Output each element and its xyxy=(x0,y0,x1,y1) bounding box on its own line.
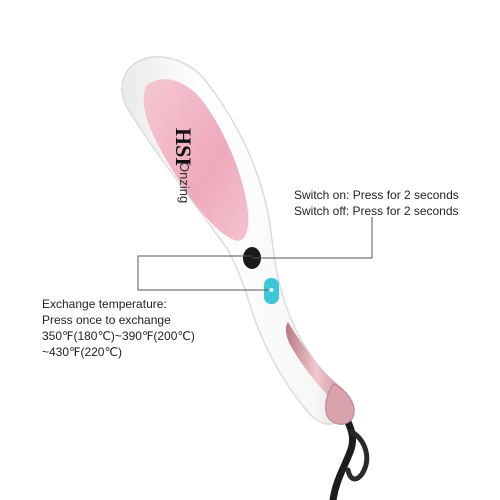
temperature-button-dot xyxy=(269,288,274,292)
brand-logo: HSI xyxy=(171,128,196,166)
switch-callout: Switch on: Press for 2 seconds Switch of… xyxy=(294,187,459,219)
temperature-instruction: Press once to exchange xyxy=(42,313,171,327)
switch-off-text: Switch off: Press for 2 seconds xyxy=(294,204,459,218)
temperature-title: Exchange temperature: xyxy=(42,297,167,311)
temperature-leader-line xyxy=(137,255,268,291)
temperature-range-2: ~430℉(220℃) xyxy=(42,345,122,359)
bristle-panel xyxy=(143,79,249,241)
cord-loop xyxy=(345,429,370,482)
switch-leader-line xyxy=(252,217,373,259)
end-cap xyxy=(325,383,355,425)
switch-on-text: Switch on: Press for 2 seconds xyxy=(294,188,459,202)
temperature-callout: Exchange temperature: Press once to exch… xyxy=(42,296,195,360)
temperature-range-1: 350℉(180℃)~390℉(200℃) xyxy=(42,329,195,343)
brand-name: Onzing xyxy=(177,162,192,203)
power-cord xyxy=(329,416,357,500)
